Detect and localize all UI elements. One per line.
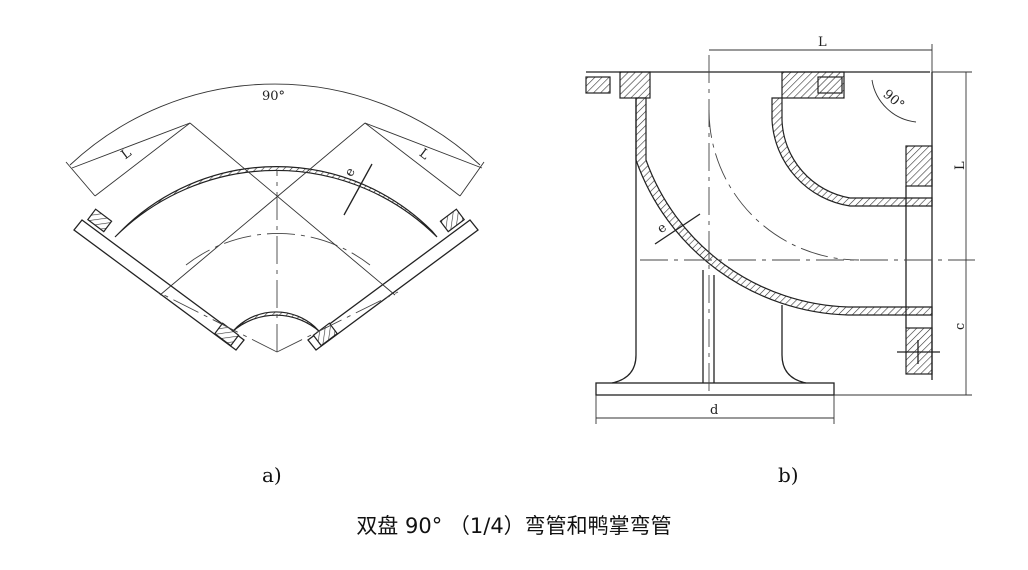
angle-dim-arc-b (871, 79, 917, 123)
d-label: d (710, 403, 718, 418)
L-label-side: L (953, 161, 968, 170)
duck-center-arc (708, 109, 860, 261)
side-flange-lower (905, 327, 933, 375)
bend-right-flange (307, 219, 479, 351)
construction-line (364, 122, 461, 197)
L-dim-right (364, 122, 483, 169)
base-fillet-left (611, 98, 637, 384)
side-flange-upper (905, 145, 933, 187)
L-label-right: L (416, 146, 432, 163)
angle-label-a: 90° (262, 89, 285, 104)
angle-label-b: 90° (880, 87, 907, 113)
bend-outer-wall (114, 166, 438, 238)
construction-line (189, 122, 396, 296)
bolt-stub (213, 322, 240, 347)
subfigure-label-a: a) (262, 463, 282, 487)
bolt-stub (439, 208, 466, 233)
duck-inner-wall (771, 97, 933, 207)
subfigure-label-b: b) (778, 463, 799, 487)
c-label: c (953, 323, 968, 330)
L-label-top: L (818, 35, 827, 50)
base-plate (595, 382, 835, 396)
L-label-left: L (119, 145, 135, 162)
bolt-stub (86, 208, 113, 233)
thickness-arrow (343, 163, 373, 216)
angle-dim-arc (69, 83, 481, 166)
bolt-stub (312, 322, 339, 347)
thickness-arrow-b (654, 213, 701, 245)
bend-90-drawing: 90° L L e (65, 83, 485, 353)
top-flange-left (619, 71, 651, 99)
angle-label-bg (256, 86, 300, 104)
construction-line (94, 122, 191, 197)
bend-axis-right (276, 291, 399, 353)
bend-center-arc (185, 233, 371, 266)
duckfoot-bend-drawing: L 90° L e c d (585, 35, 975, 424)
figure-caption: 双盘 90° （1/4）弯管和鸭掌弯管 (356, 514, 671, 538)
bend-axis-left (157, 291, 278, 353)
bend-left-flange (73, 219, 245, 351)
e-label-b: e (655, 220, 670, 237)
L-dim-left (71, 122, 191, 169)
top-bolt-right (817, 76, 843, 94)
base-fillet-right (781, 305, 807, 384)
ext-line (65, 161, 96, 197)
construction-line (159, 122, 366, 296)
top-bolt-left (585, 76, 611, 94)
bend-inner-wall (231, 311, 321, 333)
